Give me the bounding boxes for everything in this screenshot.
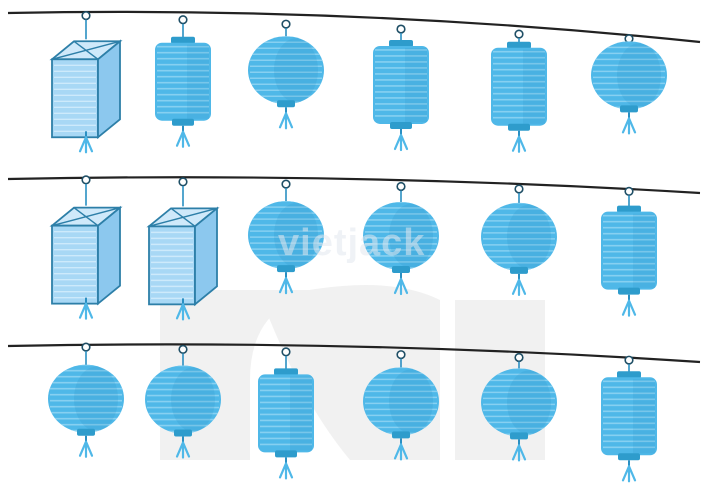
lantern-box-r2-2 [146,177,220,321]
lantern-round-r1-6 [591,34,667,135]
lantern-round-r2-5 [481,184,557,296]
string-row-2 [7,176,701,195]
lantern-round-r2-4 [363,181,439,296]
string-row-3 [7,343,701,364]
watermark-text: vietjack [278,222,426,264]
lantern-round-r2-3 [248,179,324,295]
string-row-1 [7,10,701,44]
lantern-cylinder-r1-2 [155,15,211,148]
lantern-round-r3-4 [363,350,439,461]
lantern-round-r1-3 [248,19,324,130]
lantern-round-r3-5 [481,352,557,462]
lantern-cylinder-r1-5 [491,29,547,153]
lantern-box-r2-1 [49,175,123,320]
lantern-cylinder-r2-6 [601,186,657,317]
lantern-cylinder-r1-4 [373,24,429,152]
lantern-box-r1-1 [49,11,123,154]
lantern-cylinder-r3-3 [258,347,314,480]
strings [7,10,701,364]
lantern-round-r3-1 [48,342,124,458]
lanterns [48,11,667,483]
lantern-round-r3-2 [145,344,221,459]
watermark-logo [160,285,545,460]
lantern-cylinder-r3-6 [601,355,657,483]
